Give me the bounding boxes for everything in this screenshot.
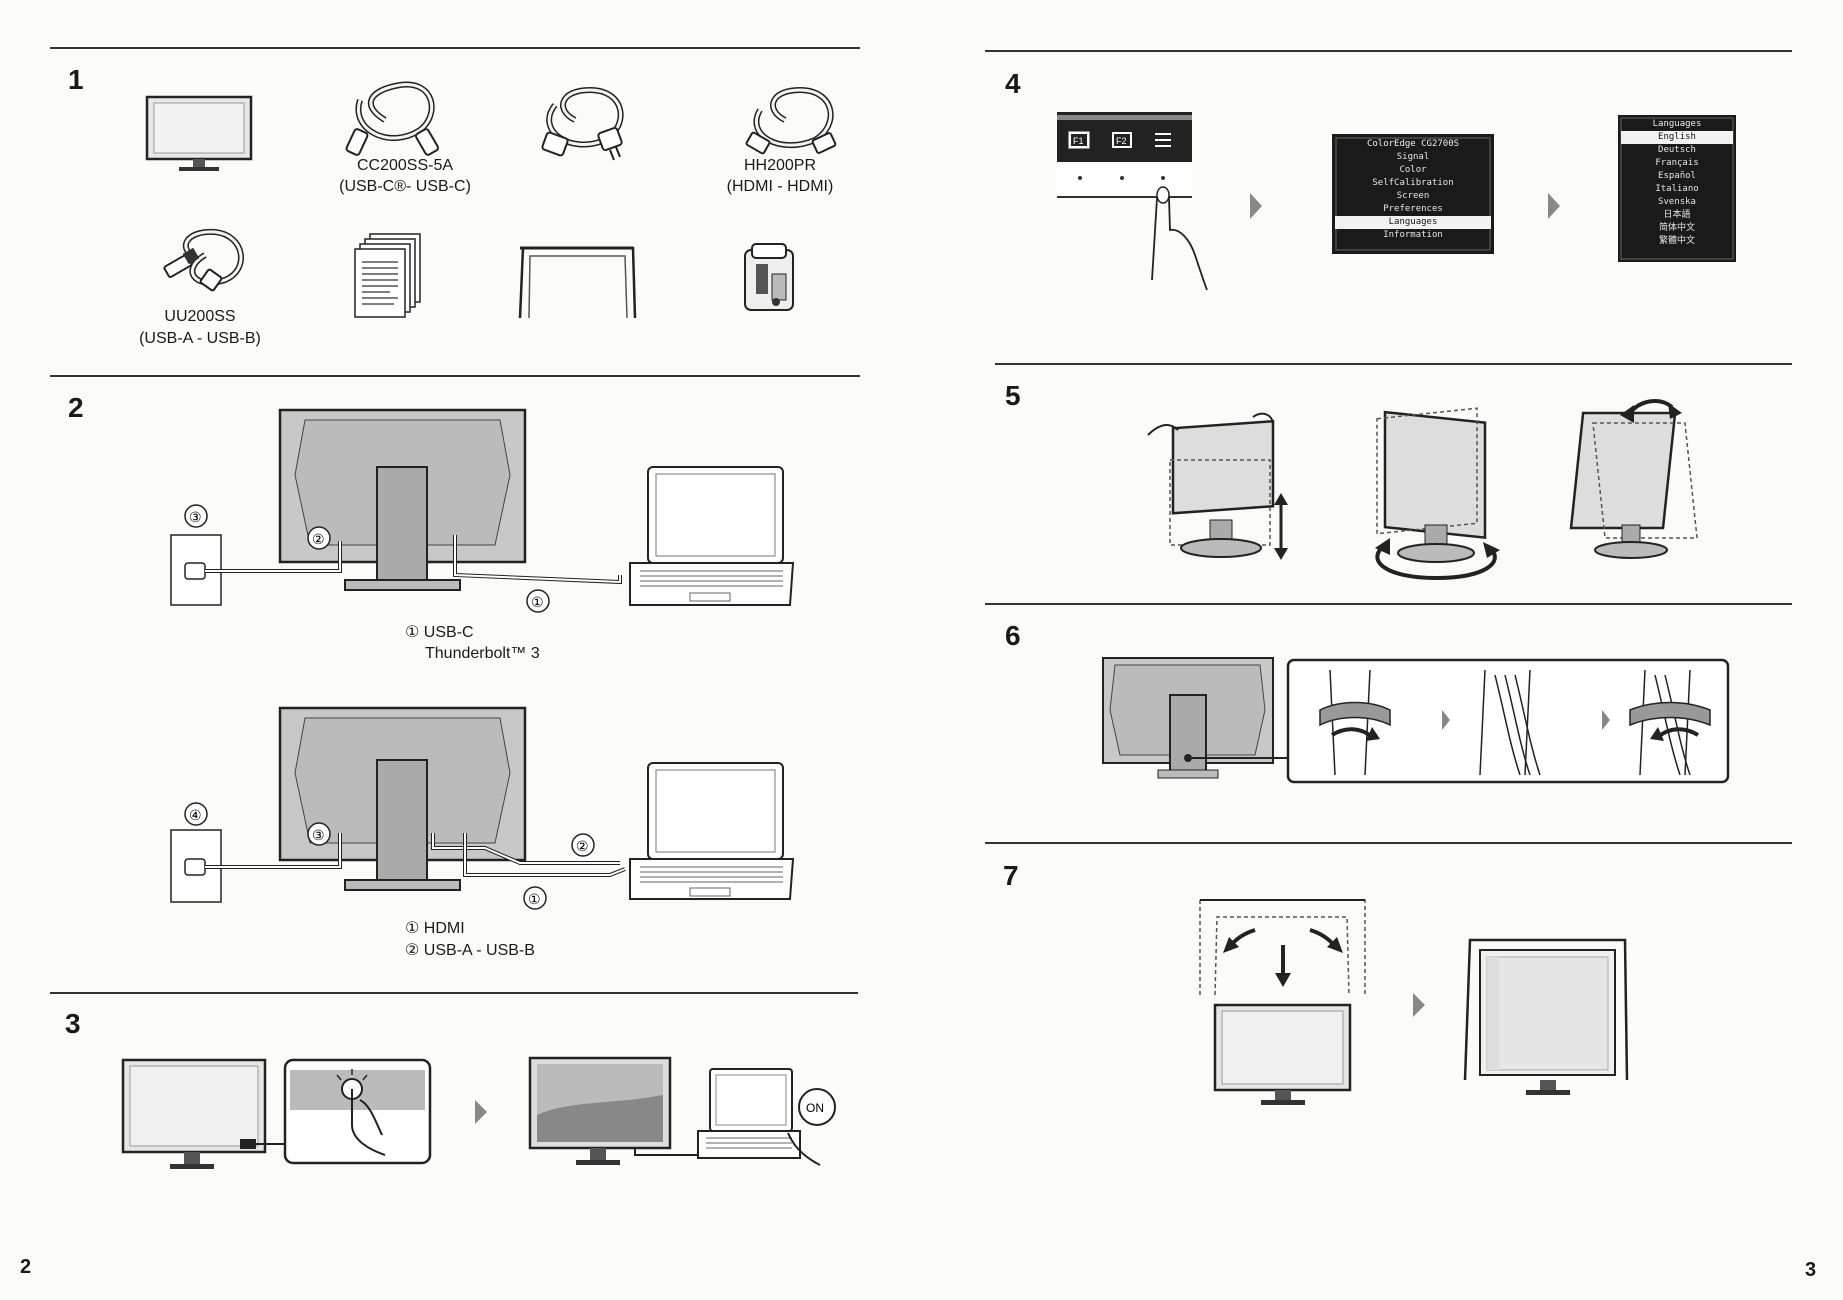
step-number-5: 5: [1005, 380, 1021, 411]
arrow-right-icon: [1250, 193, 1262, 219]
section-rule-3: [50, 992, 858, 994]
cable-usb-model: UU200SS: [164, 308, 236, 325]
hood-attach-illustration: [1199, 899, 1629, 1105]
section-rule-5: [995, 363, 1792, 365]
lang-menu-item: Deutsch: [1658, 145, 1696, 155]
section-rule-1: [50, 47, 860, 49]
lang-menu-item: Français: [1655, 158, 1699, 168]
main-menu-item: SelfCalibration: [1372, 178, 1454, 188]
calibration-sensor-icon: [744, 243, 794, 311]
section-rule-4: [985, 50, 1792, 52]
main-menu-item: Preferences: [1383, 204, 1443, 214]
callout-1b: ①: [528, 891, 541, 907]
arrow-right-icon: [1548, 193, 1560, 219]
cable-c-model: CC200SS-5A: [356, 157, 454, 174]
on-label: ON: [806, 1101, 824, 1115]
callout-2: ②: [312, 531, 325, 547]
monitor-buttons-illustration: F1 F2: [1057, 112, 1208, 291]
main-menu-screen: [1332, 134, 1494, 254]
cable-hdmi-desc: (HDMI - HDMI): [726, 178, 834, 195]
step-number-3: 3: [65, 1008, 81, 1039]
button-f2: F2: [1116, 136, 1127, 146]
step-number-2: 2: [68, 392, 84, 423]
main-menu-title: ColorEdge CG2700S: [1366, 139, 1460, 149]
section-rule-7: [985, 842, 1792, 844]
cable-usb-desc: (USB-A - USB-B): [139, 330, 261, 347]
lang-menu-item: 简体中文: [1658, 223, 1695, 233]
callout-2b: ②: [576, 838, 589, 854]
connection-diagram-hdmi: ④ ③ ② ①: [170, 706, 795, 910]
diagA-label2: Thunderbolt™ 3: [425, 645, 540, 662]
hdmi-cable-icon: [745, 86, 837, 155]
monitor-illustration: [145, 95, 253, 171]
callout-3b: ③: [312, 827, 325, 843]
step-number-4: 4: [1005, 68, 1021, 99]
tilt-rotate-illustration: [1569, 399, 1698, 559]
callout-4: ④: [189, 807, 202, 823]
page-number-left: 2: [20, 1256, 32, 1278]
step-number-6: 6: [1005, 620, 1021, 651]
callout-1: ①: [531, 594, 544, 610]
cable-c-desc: (USB-C®- USB-C): [339, 178, 471, 195]
swivel-illustration: [1375, 407, 1500, 581]
diagB-label2: ② USB-A - USB-B: [405, 942, 535, 959]
button-f1: F1: [1073, 136, 1084, 146]
power-on-illustration: ON: [121, 1056, 836, 1169]
power-cord-icon: [541, 86, 624, 161]
callout-3: ③: [189, 509, 202, 525]
lang-menu-item: Español: [1658, 171, 1696, 181]
main-menu-item: Screen: [1396, 191, 1430, 201]
diagA-label1: ① USB-C: [405, 624, 474, 641]
lang-menu-item: Italiano: [1655, 184, 1699, 194]
lang-menu-item: Svenska: [1658, 197, 1696, 207]
page-number-right: 3: [1805, 1259, 1817, 1281]
usb-c-cable-icon: [345, 81, 439, 156]
lang-menu-item: 繁體中文: [1658, 236, 1695, 246]
cable-hdmi-model: HH200PR: [743, 157, 817, 174]
main-menu-item: Information: [1383, 230, 1443, 240]
connection-diagram-usb-c: ③ ② ①: [170, 408, 795, 613]
section-rule-2: [50, 375, 860, 377]
main-menu-item: Signal: [1396, 152, 1430, 162]
diagB-label1: ① HDMI: [405, 920, 465, 937]
step-number-1: 1: [68, 64, 84, 95]
monitor-hood-icon: [518, 246, 637, 319]
step-number-7: 7: [1003, 860, 1019, 891]
main-menu-item: Languages: [1335, 216, 1491, 229]
usb-ab-cable-icon: [163, 228, 244, 292]
lang-menu-item: 日本語: [1663, 210, 1691, 220]
manual-booklets-icon: [354, 233, 421, 318]
lang-menu-title: Languages: [1652, 119, 1702, 129]
height-adjust-illustration: [1147, 412, 1288, 560]
main-menu-item: Color: [1399, 165, 1427, 175]
section-rule-6: [985, 603, 1792, 605]
lang-menu-item: English: [1621, 131, 1733, 144]
cable-holder-illustration: [1102, 657, 1730, 784]
